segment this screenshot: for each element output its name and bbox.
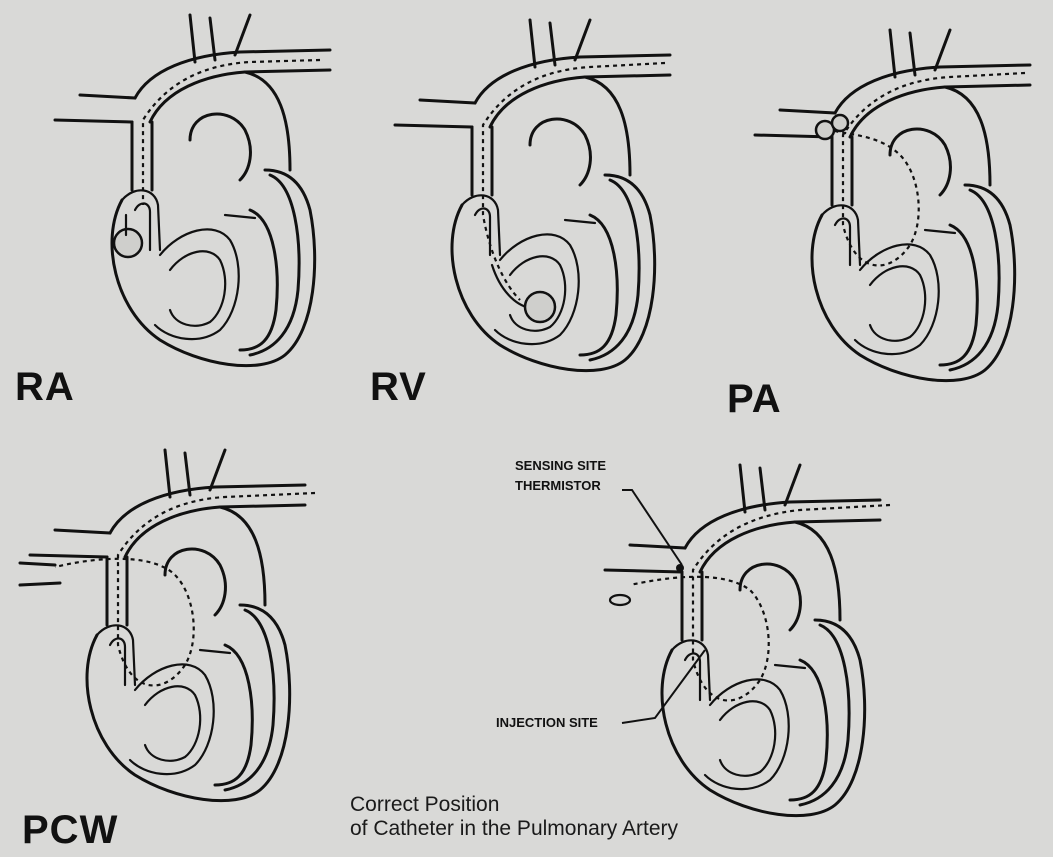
panel-correct-heart [605, 465, 890, 816]
catheter-path [143, 60, 320, 205]
panel-label-pcw: PCW [22, 808, 118, 853]
panel-ra-heart [55, 15, 330, 366]
panel-pcw-heart [20, 450, 315, 801]
thermistor-leader [622, 490, 682, 565]
catheter-balloon [114, 229, 142, 257]
annotation-injection-site: INJECTION SITE [496, 715, 598, 731]
caption-line-1: Correct Position [350, 793, 499, 817]
caption-line-2: of Catheter in the Pulmonary Artery [350, 817, 678, 841]
panel-label-pa: PA [727, 377, 782, 422]
annotation-sensing-site: SENSING SITE [515, 458, 606, 474]
panel-rv-heart [395, 20, 670, 371]
catheter-balloon [525, 292, 555, 322]
annotation-thermistor: THERMISTOR [515, 478, 601, 494]
panel-pa-heart [755, 30, 1030, 381]
panel-label-ra: RA [15, 365, 75, 410]
panel-label-rv: RV [370, 365, 427, 410]
